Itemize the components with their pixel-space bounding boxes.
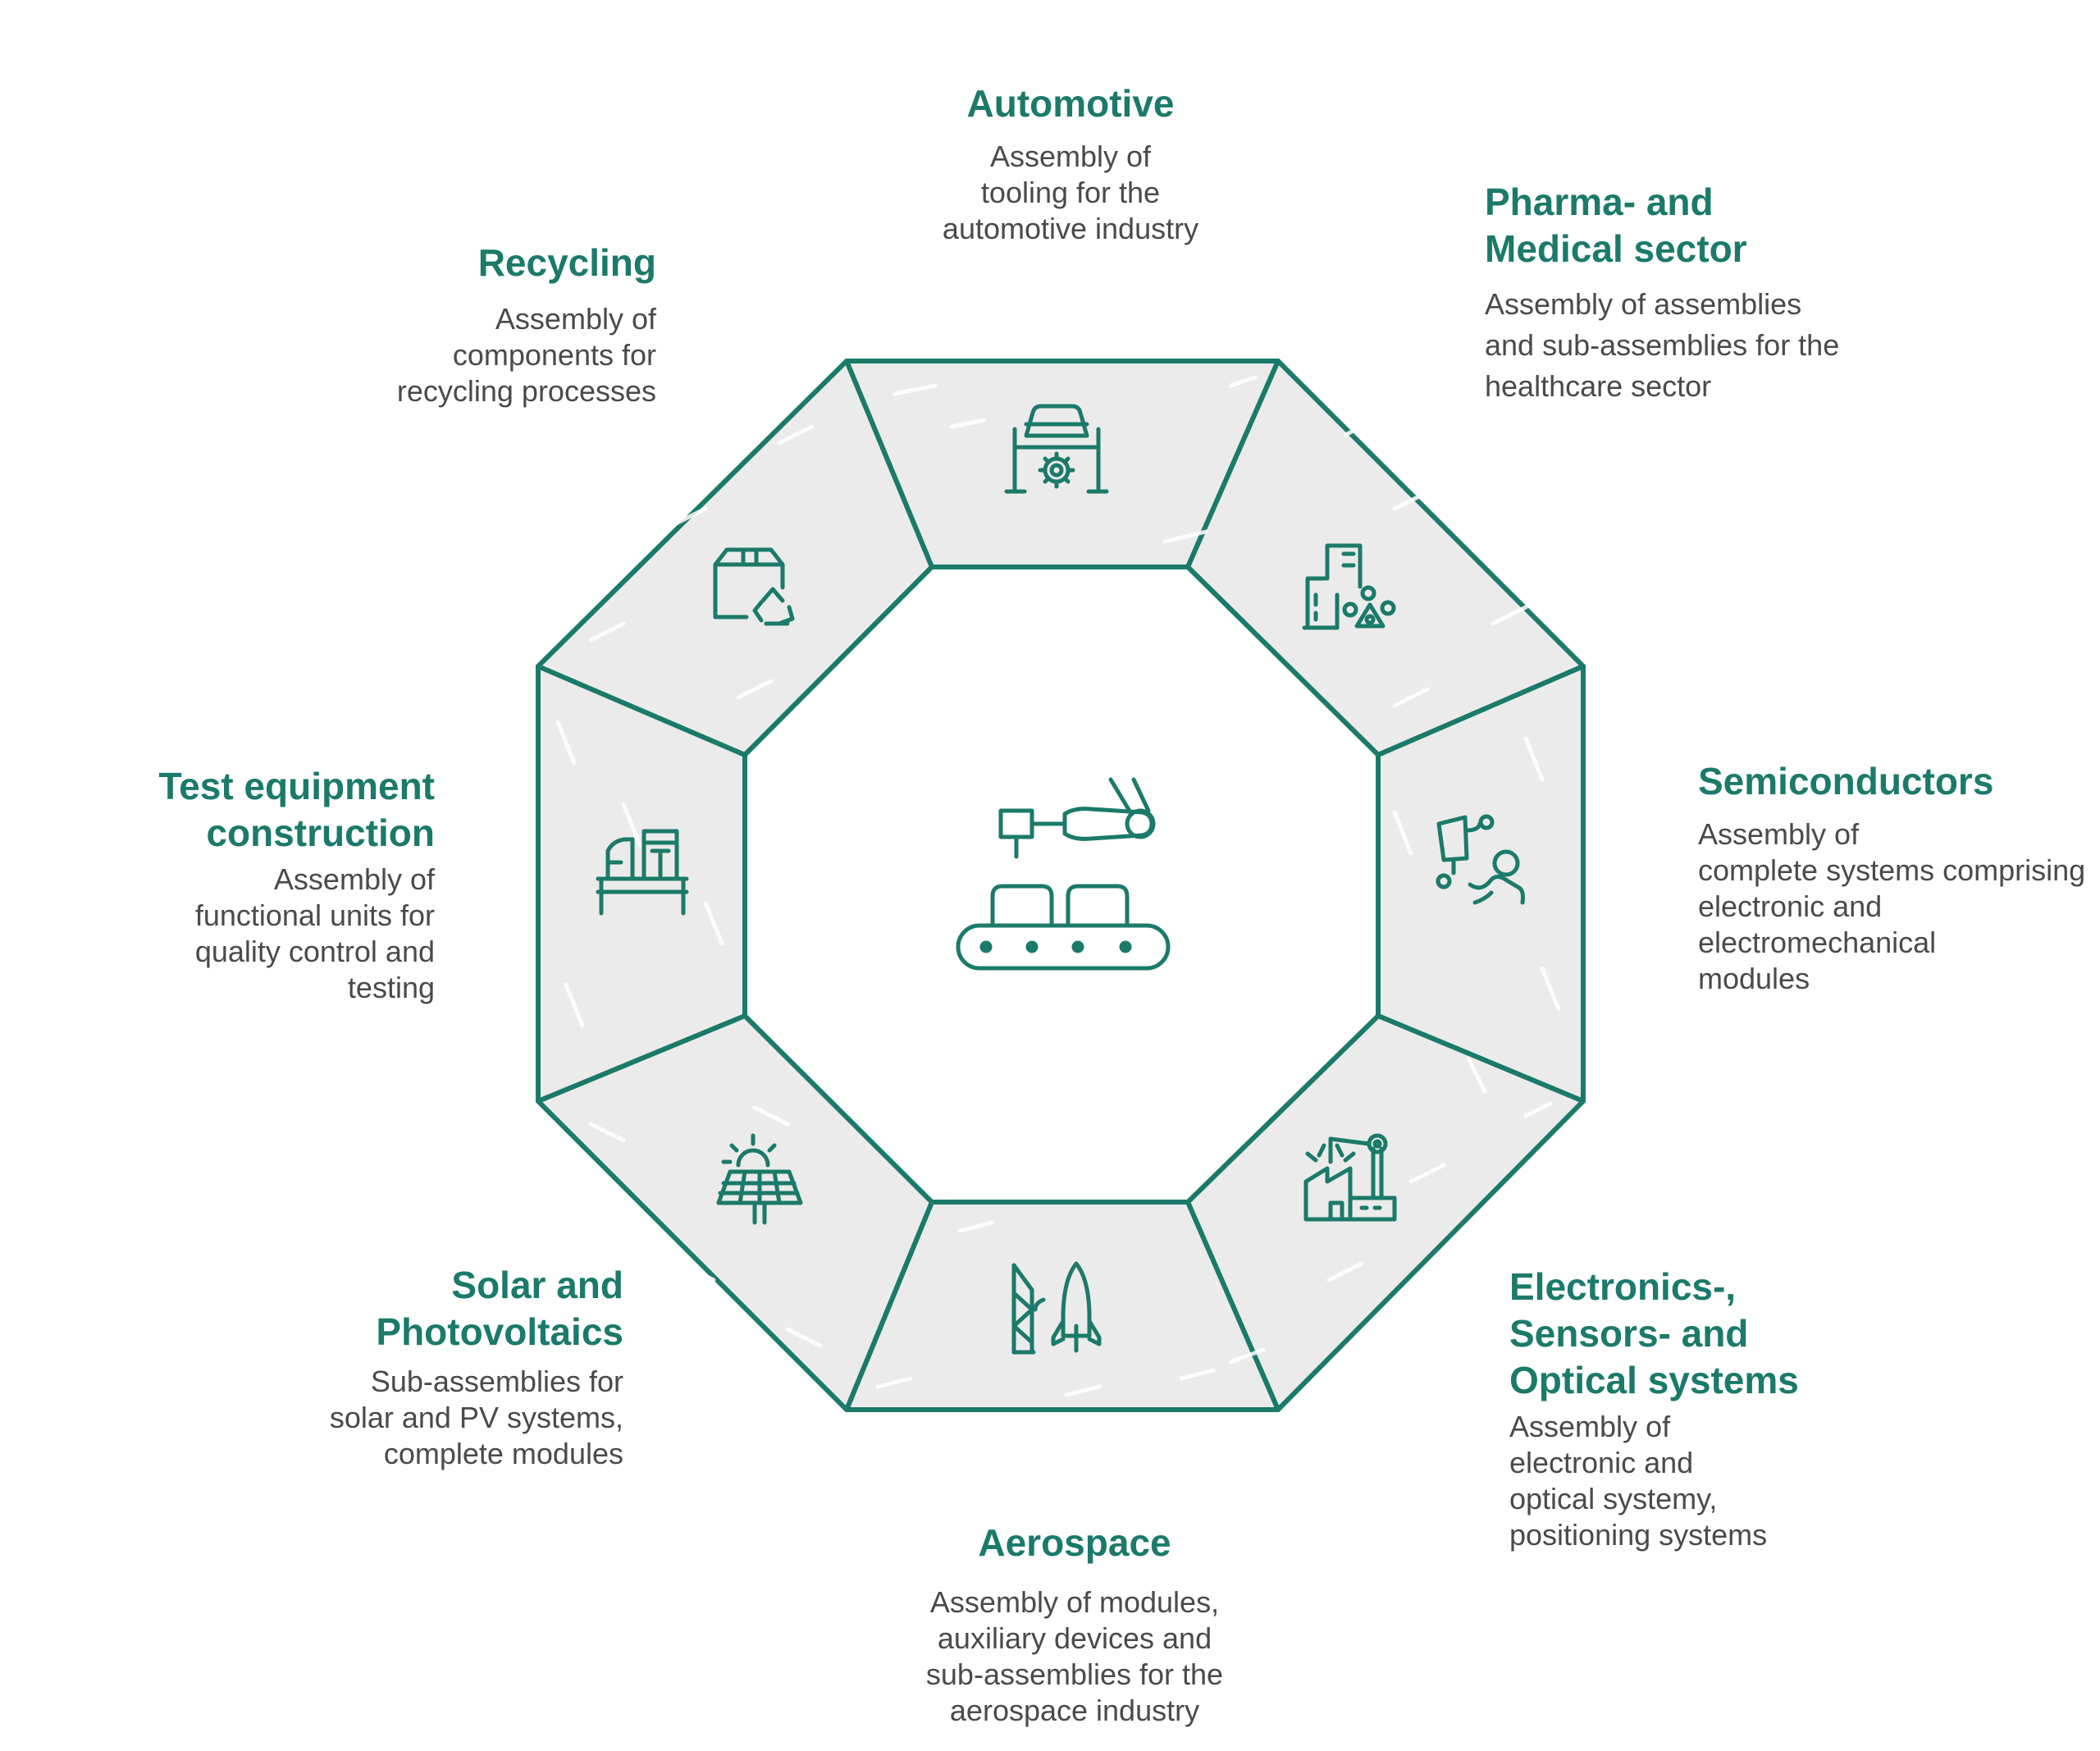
test-equipment-icon — [596, 829, 689, 916]
label-test: Test equipment construction Assembly of … — [107, 763, 435, 1006]
sector-title: Automotive — [966, 82, 1175, 125]
sector-description: Assembly of complete systems comprising … — [1698, 817, 2086, 995]
label-semiconductors: Semiconductors Assembly of complete syst… — [1698, 758, 2092, 997]
box-recycle-icon — [713, 547, 795, 626]
sector-description: Sub-assemblies for solar and PV systems,… — [329, 1365, 623, 1470]
sector-title: Aerospace — [978, 1521, 1171, 1564]
pharma-factory-icon — [1302, 543, 1396, 630]
robot-arm-conveyor-icon — [956, 777, 1171, 971]
rocket-launch-tower-icon — [1011, 1261, 1102, 1355]
label-electronics: Electronics-, Sensors- and Optical syste… — [1509, 1264, 1969, 1553]
sector-description: Assembly of modules, auxiliary devices a… — [925, 1585, 1224, 1727]
robot-operator-icon — [1436, 814, 1525, 905]
sector-description: Assembly of tooling for the automotive i… — [942, 139, 1199, 245]
sector-description: Assembly of electronic and optical syste… — [1509, 1410, 1768, 1552]
sector-title: Solar and Photovoltaics — [376, 1264, 623, 1353]
center-octagon — [742, 565, 1381, 1205]
label-pharma: Pharma- and Medical sector Assembly of a… — [1485, 179, 1944, 407]
sector-title: Test equipment construction — [158, 765, 435, 854]
sector-title: Electronics-, Sensors- and Optical syste… — [1509, 1265, 1799, 1401]
label-recycling: Recycling Assembly of components for rec… — [345, 240, 656, 409]
label-automotive: Automotive Assembly of tooling for the a… — [911, 80, 1230, 247]
sector-description: Assembly of components for recycling pro… — [396, 302, 656, 408]
label-aerospace: Aerospace Assembly of modules, auxiliary… — [870, 1520, 1280, 1729]
car-lift-gear-icon — [1004, 404, 1109, 494]
solar-panel-icon — [716, 1133, 803, 1225]
sketch-hatching — [555, 375, 1561, 1397]
label-solar: Solar and Photovoltaics Sub-assemblies f… — [262, 1262, 623, 1472]
sector-title: Recycling — [477, 241, 656, 284]
sector-description: Assembly of assemblies and sub-assemblie… — [1485, 287, 1840, 403]
factory-gripper-icon — [1303, 1133, 1397, 1222]
sector-description: Assembly of functional units for quality… — [194, 862, 435, 1004]
sector-title: Pharma- and Medical sector — [1485, 181, 1747, 270]
sector-title: Semiconductors — [1698, 760, 1994, 802]
